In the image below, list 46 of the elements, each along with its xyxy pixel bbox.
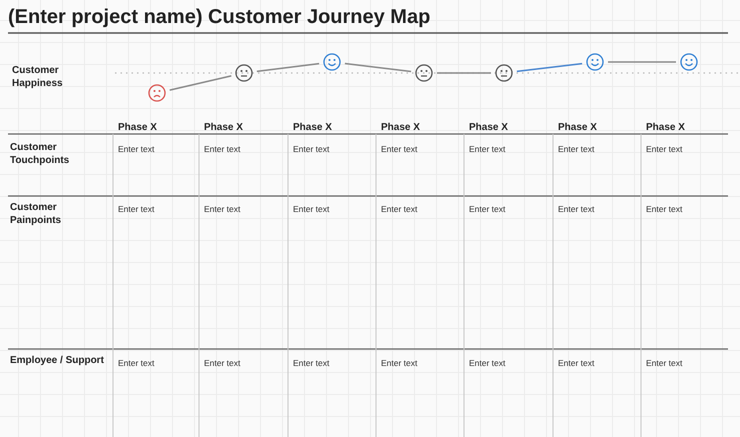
cell-text: Enter text [646,144,682,154]
cell-text: Enter text [293,204,330,214]
cell-text: Enter text [381,358,418,368]
column-header: Phase X [646,122,685,133]
smiley-face-icon [586,53,604,71]
column-header: Phase X [381,122,420,133]
cell-text: Enter text [381,204,418,214]
row-label: Customer Happiness [12,65,64,90]
cell-text: Enter text [646,204,682,214]
column-header: Phase X [118,122,157,133]
column-header: Phase X [204,122,243,133]
title: (Enter project name) Customer Journey Map [8,6,430,29]
connector-line [256,62,320,72]
connector-line [344,62,412,72]
column-header: Phase X [469,122,508,133]
connector-line [170,75,232,91]
connector-line [516,62,582,72]
smiley-face-icon [323,53,341,71]
neutral-face-icon [415,64,433,82]
cell-text: Enter text [204,144,240,154]
cell-text: Enter text [558,204,594,214]
cell-text: Enter text [293,144,330,154]
column-header: Phase X [293,122,332,133]
smiley-face-icon [680,53,698,71]
cell-text: Enter text [381,144,418,154]
cell-text: Enter text [204,358,240,368]
cell-text: Enter text [469,358,506,368]
cell-text: Enter text [469,204,506,214]
connector-line [437,72,491,74]
row-label: Customer Touchpoints [10,142,70,167]
cell-text: Enter text [558,358,594,368]
cell-text: Enter text [558,144,594,154]
cell-text: Enter text [293,358,330,368]
connector-line [608,61,676,63]
cell-text: Enter text [204,204,240,214]
cell-text: Enter text [469,144,506,154]
cell-text: Enter text [118,144,154,154]
cell-text: Enter text [118,204,154,214]
sad-face-icon [148,84,166,102]
row-label: Employee / Support [10,355,105,368]
column-header: Phase X [558,122,597,133]
row-label: Customer Painpoints [10,202,62,227]
cell-text: Enter text [118,358,154,368]
neutral-face-icon [235,64,253,82]
neutral-face-icon [495,64,513,82]
cell-text: Enter text [646,358,682,368]
